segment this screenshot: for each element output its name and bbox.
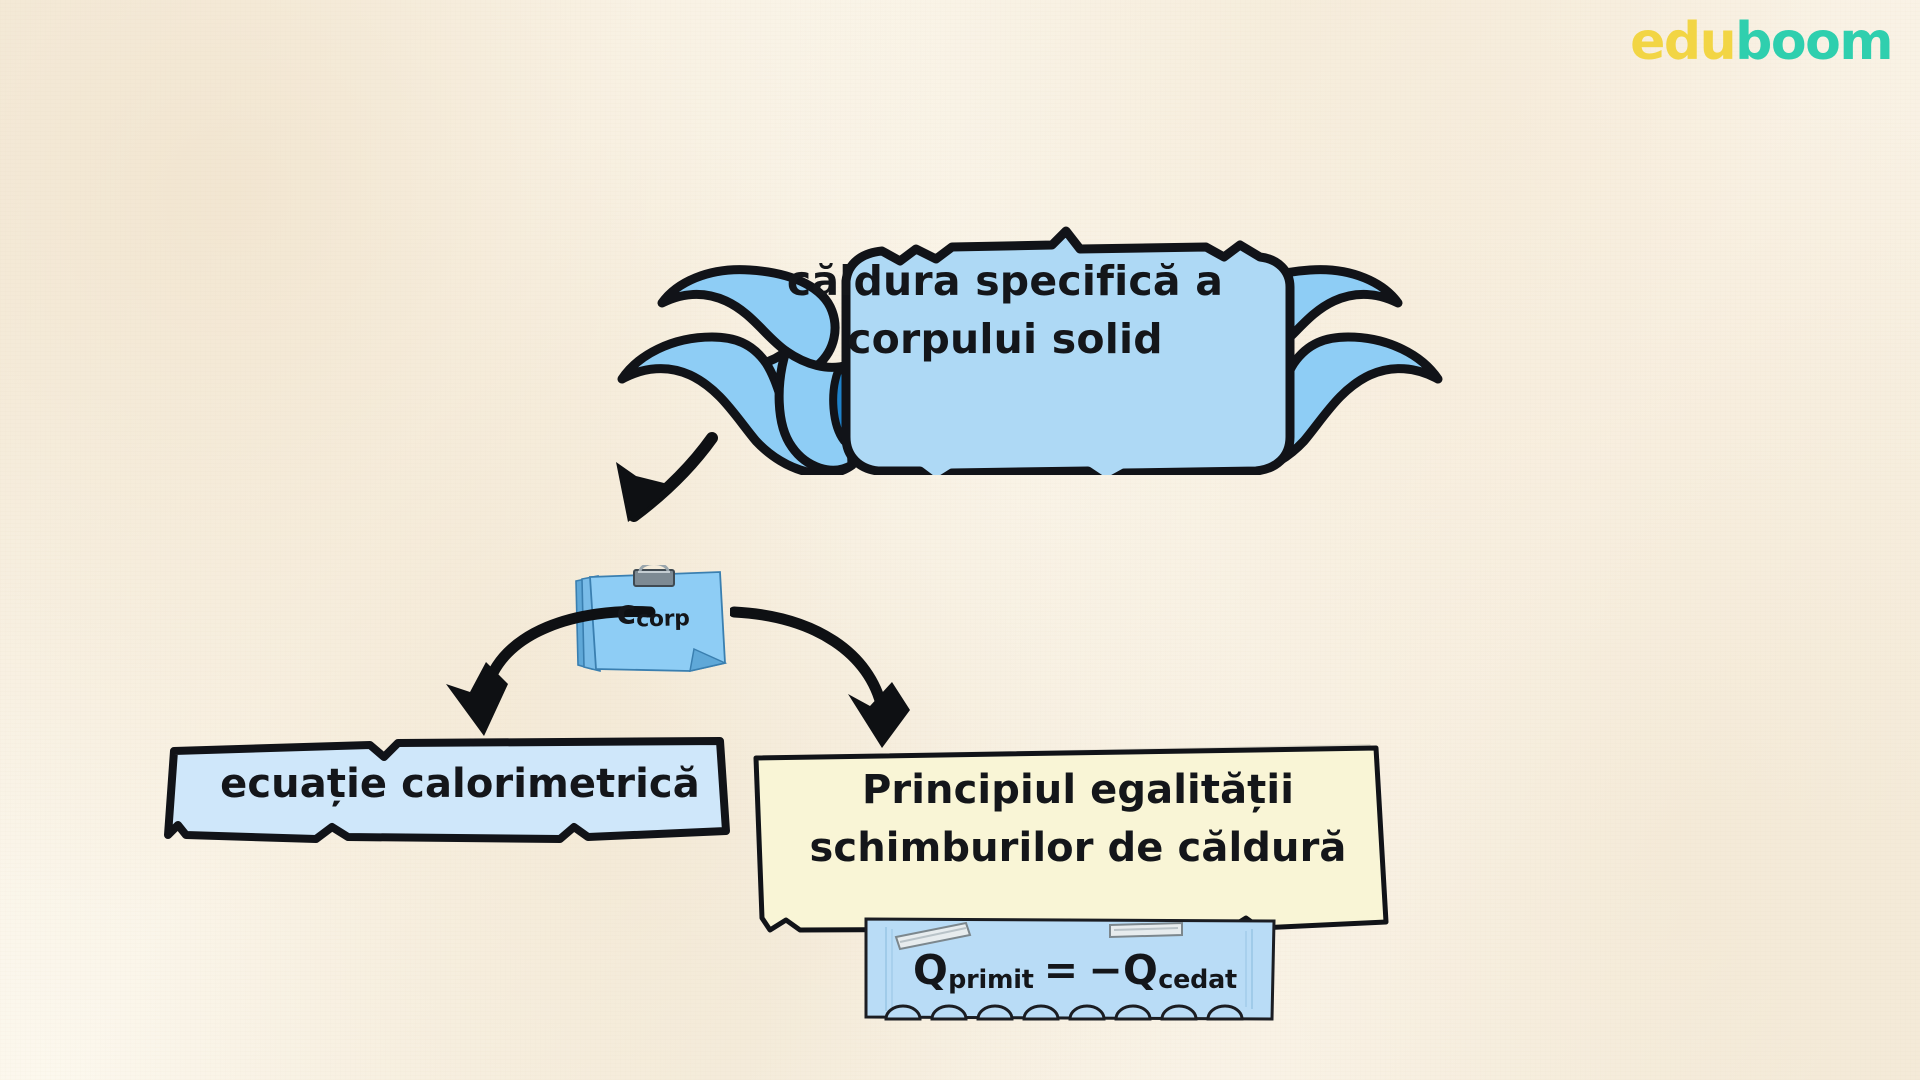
formula-note-perforated-edge [884,1004,1244,1021]
ribbon-body [841,226,1295,475]
formula-note [864,917,1276,1021]
sticky-note-corner-fold [689,647,728,672]
arrow-banner-to-note-head [616,462,676,522]
arrow-note-to-yellow-box [730,606,910,748]
sticky-note-c-corp [575,565,728,673]
arrow-note-to-blue-box-shaft [480,606,656,698]
tape-strip-left-icon [894,921,972,951]
arrow-note-to-yellow-box-head [848,682,910,748]
logo-text-edu: edu [1630,12,1737,72]
yellow-paper-principiul [753,744,1389,933]
arrow-note-to-blue-box [446,606,656,736]
blue-box-ecuatie [164,737,730,843]
logo-text-boom: boom [1735,12,1893,72]
arrow-banner-to-note [616,432,718,522]
binder-clip-icon [633,565,675,587]
ribbon-banner [617,226,1443,475]
eduboom-logo: eduboom [1630,16,1893,68]
tape-strip-right-icon [1109,921,1183,939]
blue-box-shape [164,737,730,843]
formula-note-rule-lines [885,927,1253,1011]
arrow-note-to-yellow-box-shaft [730,606,888,714]
yellow-paper-shape [753,745,1389,933]
formula-note-body [864,917,1276,1021]
arrow-note-to-blue-box-head [446,662,508,736]
